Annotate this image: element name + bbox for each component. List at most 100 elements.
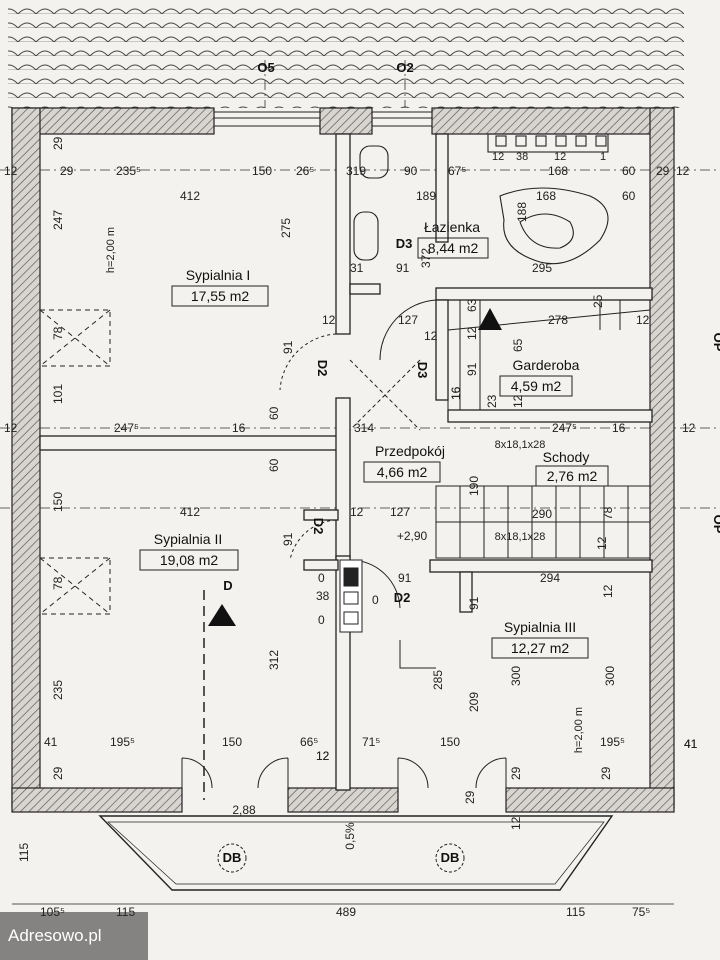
- stair-spec-bottom: 8x18,1x28: [495, 531, 546, 543]
- door-d2-bed3: D2: [394, 590, 411, 605]
- door-db-left: DB: [223, 850, 242, 865]
- svg-text:295: 295: [532, 261, 552, 275]
- svg-text:150: 150: [440, 735, 460, 749]
- svg-text:12: 12: [492, 151, 504, 163]
- dims-bath-small: 12 38 12 1: [492, 151, 606, 163]
- door-db-right-circle: [435, 843, 465, 873]
- svg-text:12: 12: [465, 326, 479, 340]
- dims-left: 29 247 78 101 150 78 235 29: [51, 136, 65, 780]
- svg-text:127: 127: [398, 313, 418, 327]
- svg-text:275: 275: [279, 218, 293, 238]
- svg-text:195⁵: 195⁵: [110, 735, 135, 749]
- svg-text:168: 168: [536, 189, 556, 203]
- svg-text:29: 29: [51, 766, 65, 780]
- door-d3-wardrobe: D3: [415, 362, 430, 379]
- svg-text:12: 12: [676, 164, 690, 178]
- svg-text:16: 16: [449, 386, 463, 400]
- bath-fixtures: [353, 133, 609, 265]
- room-sypialnia2-name: Sypialnia II: [154, 531, 222, 547]
- svg-text:67⁵: 67⁵: [448, 164, 466, 178]
- room-lazienka-area-box: [417, 237, 489, 259]
- room-schody-area-box: [535, 465, 609, 487]
- svg-text:90: 90: [404, 164, 418, 178]
- svg-text:0: 0: [318, 613, 325, 627]
- room-przedpokoj-name: Przedpokój: [375, 443, 445, 459]
- room-przedpokoj-area: 4,66 m2: [377, 464, 428, 480]
- windows: [39, 111, 432, 615]
- svg-text:168: 168: [548, 164, 568, 178]
- room-lazienka-area: 8,44 m2: [428, 240, 479, 256]
- room-garderoba-area-box: [499, 375, 573, 397]
- svg-text:1: 1: [600, 151, 606, 163]
- room-sypialnia3-area: 12,27 m2: [511, 640, 570, 656]
- svg-text:290: 290: [532, 507, 552, 521]
- svg-text:247: 247: [51, 210, 65, 230]
- svg-text:78: 78: [51, 576, 65, 590]
- svg-text:12: 12: [601, 584, 615, 598]
- svg-text:312: 312: [267, 650, 281, 670]
- svg-text:31: 31: [350, 261, 364, 275]
- room-sypialnia2-area: 19,08 m2: [160, 552, 219, 568]
- dims-mid: 275 12 91 60 60 91 312 12: [267, 218, 336, 763]
- svg-text:300: 300: [603, 666, 617, 686]
- room-schody-name: Schody: [543, 449, 590, 465]
- svg-text:29: 29: [509, 766, 523, 780]
- toilet-icon: [359, 145, 389, 179]
- svg-text:71⁵: 71⁵: [362, 735, 380, 749]
- svg-text:12: 12: [554, 151, 566, 163]
- service-shaft: [339, 559, 363, 633]
- svg-text:12: 12: [316, 749, 330, 763]
- svg-text:189: 189: [416, 189, 436, 203]
- svg-text:41: 41: [44, 735, 58, 749]
- svg-text:91: 91: [281, 340, 295, 354]
- door-d2-bed1: D2: [315, 360, 330, 377]
- svg-text:319: 319: [346, 164, 366, 178]
- svg-text:25: 25: [591, 294, 605, 308]
- svg-text:372: 372: [419, 248, 433, 268]
- svg-text:60: 60: [622, 189, 636, 203]
- svg-text:38: 38: [516, 151, 528, 163]
- dims-row4: 412 12 127 190 290 78: [180, 476, 615, 521]
- svg-text:12: 12: [511, 394, 525, 408]
- svg-text:300: 300: [509, 666, 523, 686]
- svg-text:91: 91: [467, 596, 481, 610]
- room-sypialnia3-height: h=2,00 m: [573, 707, 585, 753]
- svg-text:38: 38: [316, 589, 330, 603]
- door-db-left-circle: [217, 843, 247, 873]
- dims-top: 29 235⁵ 150 26⁵ 319 90 67⁵ 168 60 29 412…: [60, 164, 670, 203]
- svg-text:247⁵: 247⁵: [114, 421, 139, 435]
- door-d3-bath: D3: [396, 236, 413, 251]
- dims-mid2: 31 91 372 127 12 63 12 91 16 23 12 65: [350, 248, 525, 408]
- room-garderoba-name: Garderoba: [513, 357, 580, 373]
- svg-text:16: 16: [449, 386, 463, 400]
- svg-text:209: 209: [467, 692, 481, 712]
- svg-text:412: 412: [180, 505, 200, 519]
- room-sypialnia3-area-box: [491, 637, 589, 659]
- balcony-doors: [181, 757, 507, 789]
- svg-text:294: 294: [540, 571, 560, 585]
- svg-text:16: 16: [232, 421, 246, 435]
- svg-text:65: 65: [511, 338, 525, 352]
- axis-o2: O2: [396, 60, 413, 75]
- roof-area: [8, 0, 684, 108]
- svg-text:278: 278: [548, 313, 568, 327]
- svg-text:29: 29: [51, 136, 65, 150]
- axis-op-top: OP: [711, 333, 720, 352]
- svg-text:190: 190: [467, 476, 481, 496]
- dims-right: 12 12 12 12 41: [4, 164, 698, 751]
- svg-text:12: 12: [636, 313, 650, 327]
- svg-text:75⁵: 75⁵: [632, 905, 650, 919]
- bathtub-icon: [499, 187, 609, 265]
- svg-text:29: 29: [656, 164, 670, 178]
- svg-text:127: 127: [390, 505, 410, 519]
- svg-text:115: 115: [566, 905, 585, 919]
- svg-text:78: 78: [601, 506, 615, 520]
- svg-text:91: 91: [465, 362, 479, 376]
- room-sypialnia1-area-box: [171, 285, 269, 307]
- svg-text:0: 0: [318, 571, 325, 585]
- room-schody-area: 2,76 m2: [547, 468, 598, 484]
- outer-walls: [11, 107, 675, 813]
- svg-text:12: 12: [322, 313, 336, 327]
- svg-text:235⁵: 235⁵: [116, 164, 141, 178]
